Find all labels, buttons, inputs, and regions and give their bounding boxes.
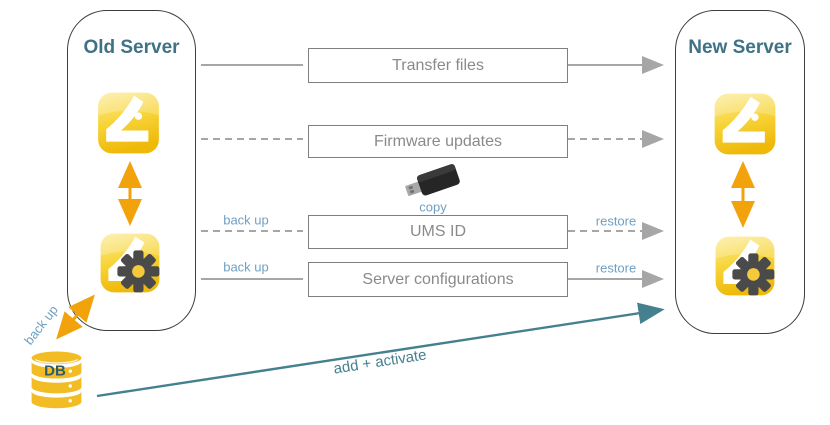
step-box-server-configurations: Server configurations — [308, 262, 568, 297]
server-config-backup-label: back up — [223, 259, 269, 275]
database-icon — [30, 351, 83, 418]
ums-config-gear-icon — [713, 236, 777, 301]
database-label: DB — [44, 362, 66, 380]
ums-console-icon — [713, 93, 777, 160]
ums-id-restore-label: restore — [595, 213, 637, 229]
ums-config-gear-icon — [99, 233, 161, 298]
usb-copy-label: copy — [419, 199, 447, 215]
step-box-transfer-files: Transfer files — [308, 48, 568, 83]
db-backup-label: back up — [21, 302, 61, 348]
add-activate-label: add + activate — [332, 346, 428, 378]
ums-console-icon — [97, 92, 160, 159]
server-config-restore-label: restore — [595, 260, 637, 276]
new-server-title: New Server — [688, 37, 792, 58]
ums-id-backup-label: back up — [223, 212, 269, 228]
step-box-firmware-updates: Firmware updates — [308, 125, 568, 158]
old-server-title: Old Server — [83, 37, 180, 58]
usb-stick-icon — [398, 158, 470, 209]
step-box-ums-id: UMS ID — [308, 215, 568, 249]
